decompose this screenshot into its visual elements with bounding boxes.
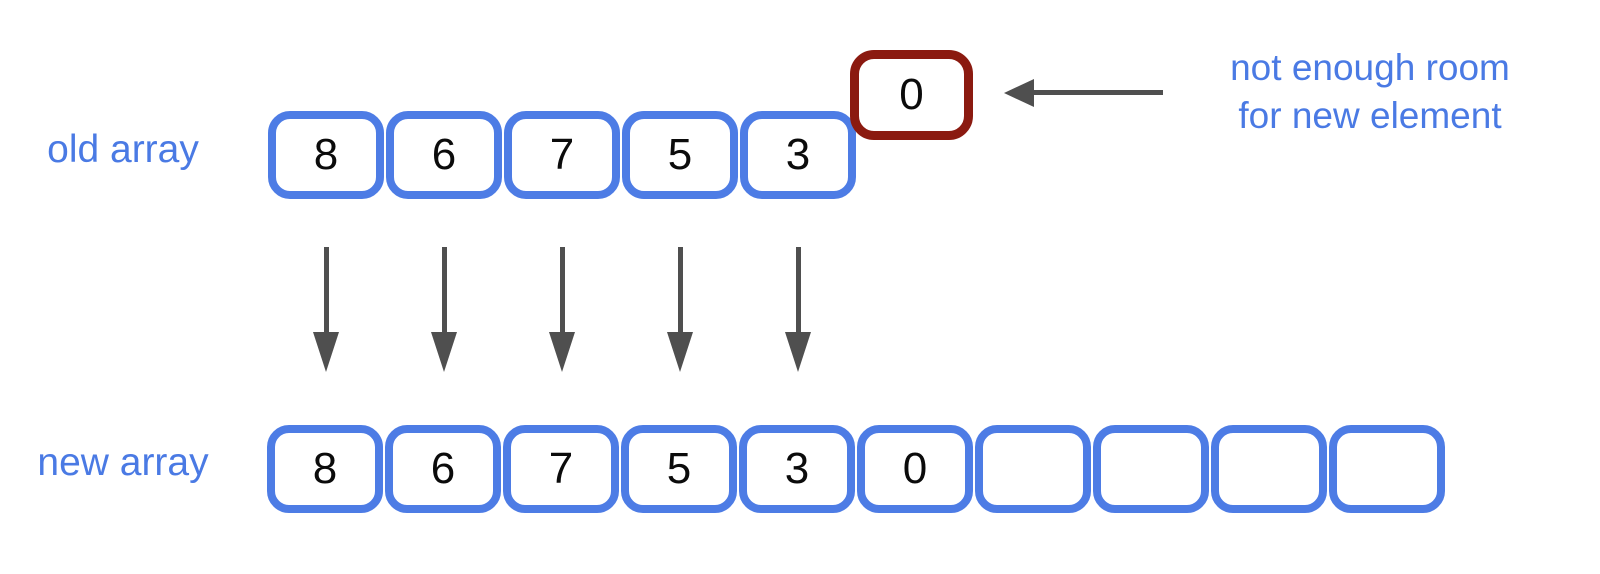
down-arrow-shaft bbox=[559, 247, 565, 332]
annotation-line-2: for new element bbox=[1238, 95, 1502, 136]
annotation-line-1: not enough room bbox=[1230, 47, 1510, 88]
old-array-cell: 3 bbox=[740, 111, 856, 199]
overflow-cell: 0 bbox=[850, 50, 973, 140]
down-arrow-icon bbox=[549, 247, 575, 372]
new-array-cell: 5 bbox=[621, 425, 737, 513]
new-array-row: 8 6 7 5 3 0 bbox=[267, 425, 1445, 513]
new-array-cell bbox=[1329, 425, 1445, 513]
old-array-cell: 8 bbox=[268, 111, 384, 199]
new-array-cell bbox=[975, 425, 1091, 513]
down-arrow-head bbox=[667, 332, 693, 372]
old-array-cell: 6 bbox=[386, 111, 502, 199]
old-array-label: old array bbox=[47, 128, 199, 171]
down-arrow-shaft bbox=[441, 247, 447, 332]
down-arrow-icon bbox=[431, 247, 457, 372]
old-array-row: 8 6 7 5 3 bbox=[268, 111, 856, 199]
down-arrow-icon bbox=[785, 247, 811, 372]
left-arrow-icon bbox=[1004, 79, 1034, 107]
old-array-cell: 5 bbox=[622, 111, 738, 199]
new-array-label: new array bbox=[37, 441, 209, 484]
new-array-cell bbox=[1211, 425, 1327, 513]
new-array-cell: 3 bbox=[739, 425, 855, 513]
down-arrow-head bbox=[431, 332, 457, 372]
down-arrow-shaft bbox=[677, 247, 683, 332]
down-arrow-icon bbox=[313, 247, 339, 372]
down-arrow-head bbox=[313, 332, 339, 372]
not-enough-room-annotation: not enough room for new element bbox=[1205, 44, 1535, 140]
new-array-cell: 0 bbox=[857, 425, 973, 513]
down-arrow-shaft bbox=[795, 247, 801, 332]
new-array-cell: 6 bbox=[385, 425, 501, 513]
down-arrow-head bbox=[785, 332, 811, 372]
left-arrow-shaft bbox=[1030, 90, 1163, 95]
new-array-cell bbox=[1093, 425, 1209, 513]
down-arrow-head bbox=[549, 332, 575, 372]
new-array-cell: 7 bbox=[503, 425, 619, 513]
down-arrow-shaft bbox=[323, 247, 329, 332]
old-array-cell: 7 bbox=[504, 111, 620, 199]
new-array-cell: 8 bbox=[267, 425, 383, 513]
down-arrow-icon bbox=[667, 247, 693, 372]
